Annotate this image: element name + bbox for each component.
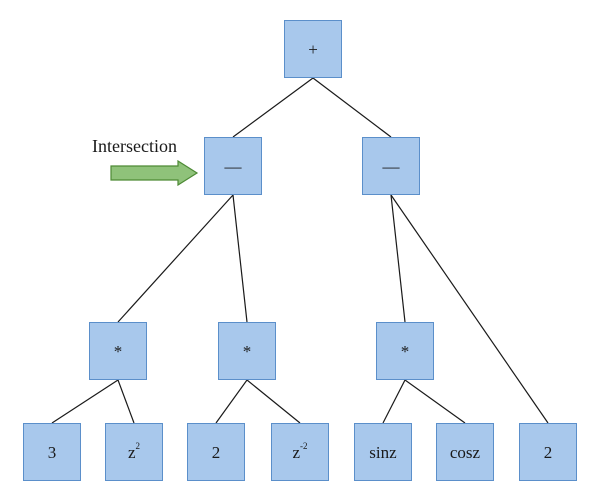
edge-times-3-to-leaf-cosz [404,379,466,424]
node-label: 3 [48,444,57,461]
edge-times-3-to-leaf-sinz [382,379,406,424]
node-label: cosz [450,444,480,461]
node-minus-right: — [362,137,420,195]
node-leaf-cosz: cosz [436,423,494,481]
edge-root-to-minus-right [312,77,392,138]
node-label-text: z [127,442,136,462]
edge-times-1-to-leaf-3 [51,379,119,424]
node-times-2: * [218,322,276,380]
node-label: * [114,343,123,360]
node-leaf-3: 3 [23,423,81,481]
node-label-text: — [382,156,400,176]
edge-minus-left-to-times-1 [117,194,234,323]
node-label: z2 [127,440,141,462]
node-leaf-sinz: sinz [354,423,412,481]
node-leaf-2b: 2 [519,423,577,481]
edge-minus-left-to-times-2 [232,194,248,323]
node-label: * [401,343,410,360]
node-label-text: * [113,341,123,361]
right-arrow-icon [110,160,199,186]
node-label: z-2 [292,440,308,462]
node-label: 2 [544,444,553,461]
node-label-text: sinz [369,442,397,462]
node-times-1: * [89,322,147,380]
node-label-text: — [224,156,242,176]
node-exponent: -2 [300,440,308,451]
node-label: * [243,343,252,360]
node-label: + [308,41,318,58]
intersection-label: Intersection [92,136,177,156]
edge-minus-right-to-leaf-2b [390,194,549,424]
edge-root-to-minus-left [232,77,314,138]
edge-times-1-to-leaf-z2 [117,379,135,424]
edge-times-2-to-leaf-zm2 [246,379,301,424]
node-label-text: * [242,341,252,361]
edge-times-2-to-leaf-2a [215,379,248,424]
node-label-text: + [308,39,318,59]
node-label-text: 2 [543,442,553,462]
node-label-text: z [292,442,301,462]
node-exponent: 2 [135,440,141,451]
node-label-text: 2 [211,442,221,462]
node-label: — [383,158,400,175]
edge-minus-right-to-times-3 [390,194,406,323]
node-leaf-2a: 2 [187,423,245,481]
node-label: 2 [212,444,221,461]
node-minus-left: — [204,137,262,195]
node-label-text: * [400,341,410,361]
node-label: sinz [369,444,396,461]
node-label: — [225,158,242,175]
node-root: + [284,20,342,78]
node-times-3: * [376,322,434,380]
node-leaf-z2: z2 [105,423,163,481]
node-label-text: 3 [47,442,57,462]
node-label-text: cosz [449,442,481,462]
node-leaf-zm2: z-2 [271,423,329,481]
